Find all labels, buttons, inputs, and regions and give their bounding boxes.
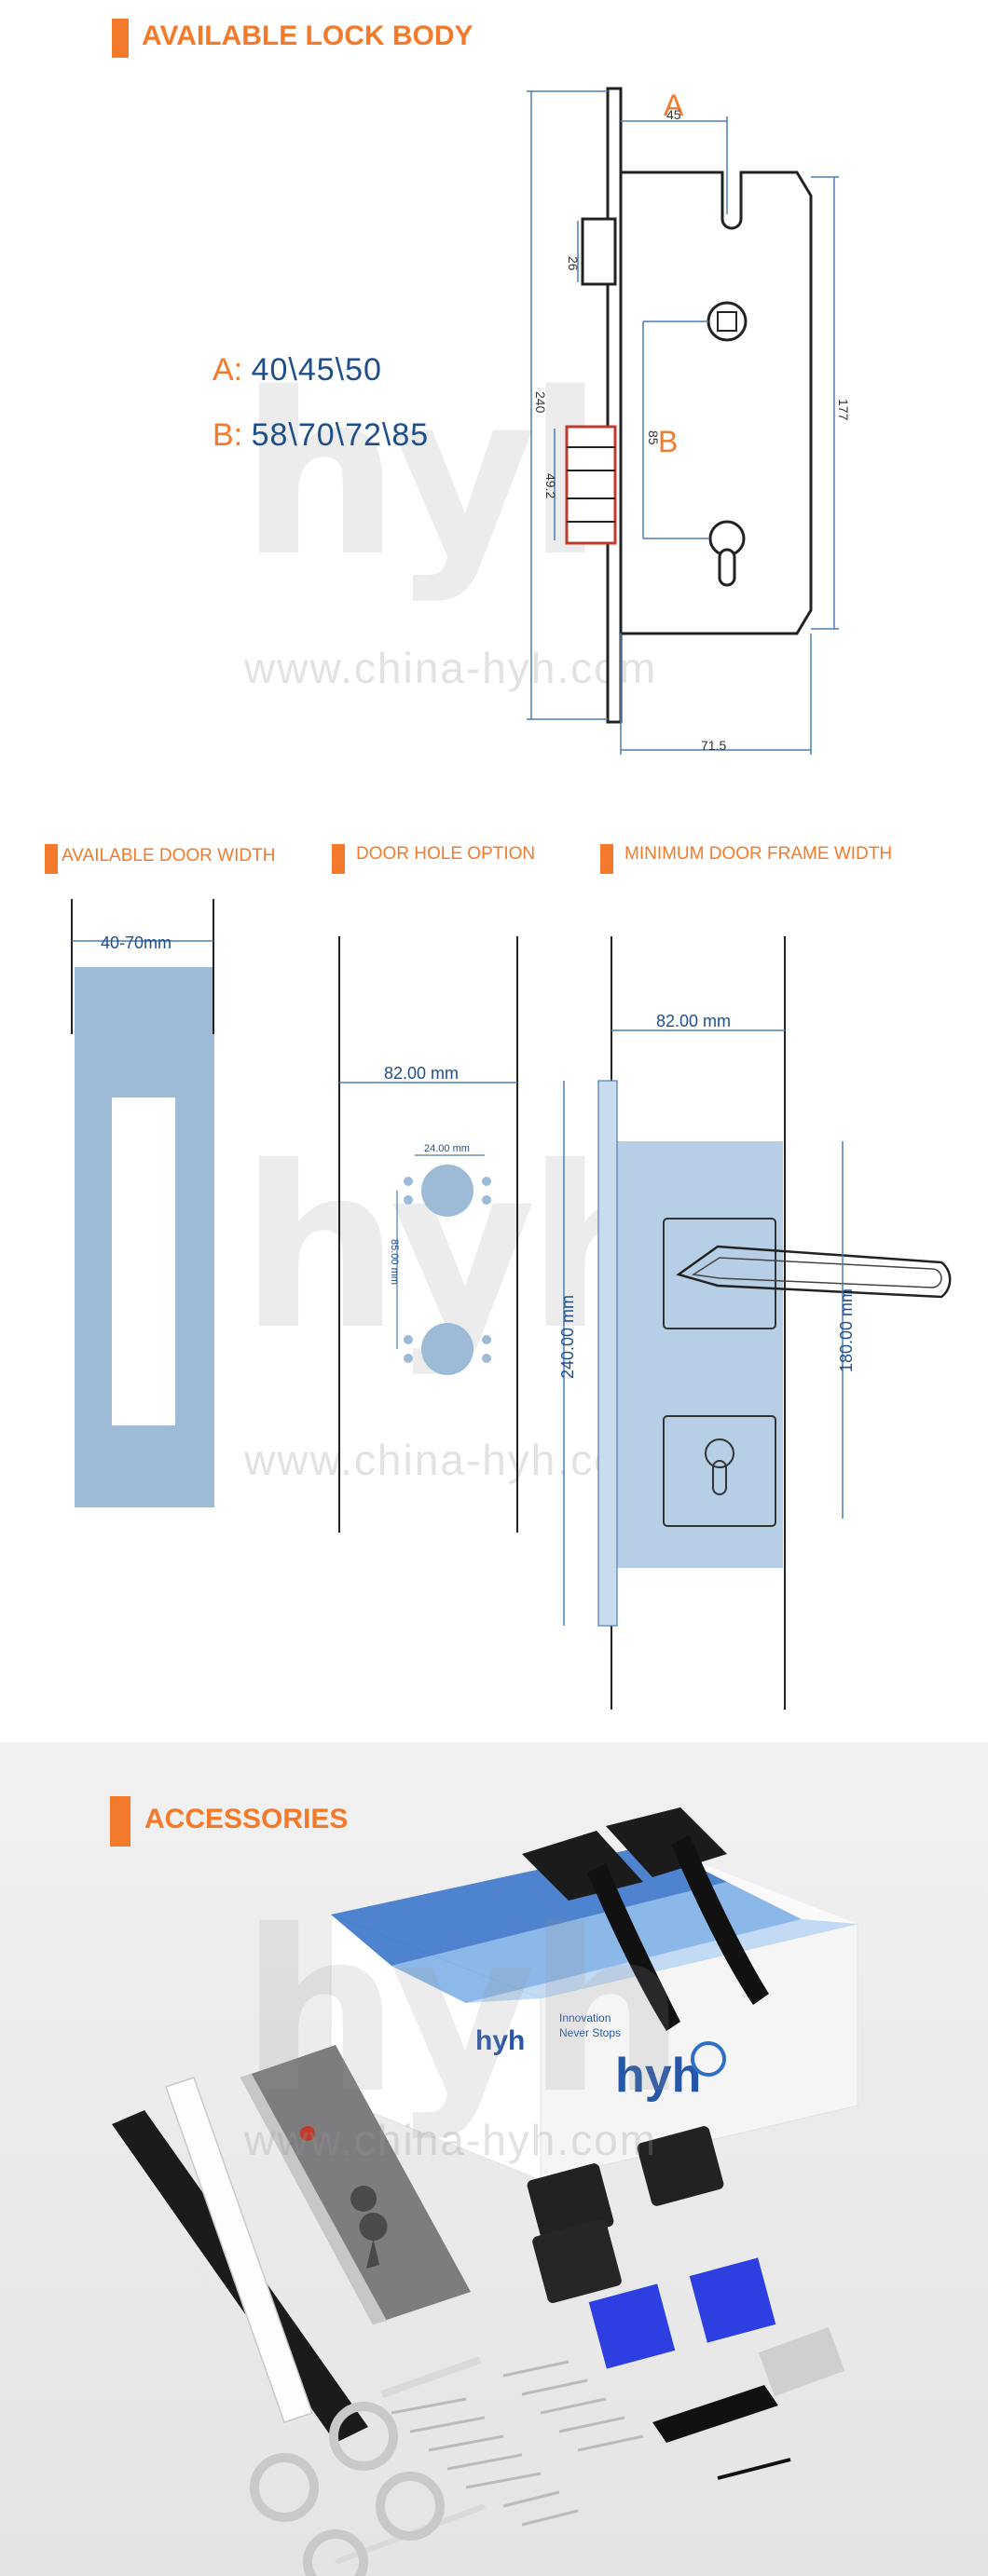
section-marker xyxy=(45,844,58,874)
spindle-ring-4 xyxy=(303,2529,368,2576)
box-logo-small: hyh xyxy=(475,2025,525,2056)
spec-b: B: 58\70\72\85 xyxy=(213,417,429,454)
hole-spacing-dim: 24.00 mm xyxy=(424,1143,470,1154)
frame-width-dim: 82.00 mm xyxy=(656,1012,731,1030)
door-specs-drawing: 40-70mm 82.00 mm 24.00 mm 85.00 mm 82.00… xyxy=(71,899,952,1710)
hole-bottom xyxy=(421,1323,473,1375)
door-hole-title: DOOR HOLE OPTION xyxy=(356,844,536,864)
escutcheon-2 xyxy=(637,2126,724,2206)
dead-bolt xyxy=(565,425,617,545)
latch-bolt xyxy=(581,217,617,286)
watermark-url: www.china-hyh.com xyxy=(244,2116,658,2164)
cylinder-rose xyxy=(663,1415,776,1527)
spec-a-value: 40\45\50 xyxy=(251,352,382,388)
section-marker xyxy=(332,844,345,874)
spindle-ring-3 xyxy=(376,2472,445,2541)
accessories-section: ACCESSORIES hyh Innovation Never Stops h… xyxy=(0,1742,988,2576)
dim-71-5: 71.5 xyxy=(701,738,726,753)
spec-b-key: B: xyxy=(213,417,243,453)
dim-49-2: 49.2 xyxy=(543,473,558,498)
spec-a-key: A: xyxy=(213,352,243,388)
handle-rose xyxy=(663,1218,776,1329)
door-specs-section: AVAILABLE DOOR WIDTH DOOR HOLE OPTION MI… xyxy=(0,801,988,1742)
box-tagline-1: Innovation xyxy=(559,2011,611,2024)
lock-body-section: AVAILABLE LOCK BODY hyh www.china-hyh.co… xyxy=(0,0,988,801)
dim-45: 45 xyxy=(666,107,681,122)
blue-gasket-1 xyxy=(588,2283,676,2369)
plate-height-dim: 180.00 mm xyxy=(837,1288,856,1372)
lever-handle xyxy=(676,1245,952,1299)
dim-85: 85 xyxy=(646,430,661,445)
frame-height-dim: 240.00 mm xyxy=(558,1295,577,1379)
watermark-url: www.china-hyh.com xyxy=(244,644,658,692)
blue-gasket-2 xyxy=(689,2257,776,2343)
faceplate-strip xyxy=(165,2077,313,2423)
lock-case xyxy=(619,170,813,635)
spindle-ring-2 xyxy=(250,2453,319,2522)
door-cutout xyxy=(112,1097,175,1425)
box-tagline-2: Never Stops xyxy=(559,2026,621,2039)
hole-vertical-dim: 85.00 mm xyxy=(389,1239,400,1285)
hole-width-dim: 82.00 mm xyxy=(384,1064,459,1083)
box-logo-large: hyh xyxy=(615,2049,701,2103)
section-marker xyxy=(600,844,613,874)
accessories-illustration: hyh Innovation Never Stops hyh xyxy=(112,1807,858,2576)
plate-area xyxy=(615,1141,783,1568)
spec-b-value: 58\70\72\85 xyxy=(251,417,430,453)
box-front xyxy=(540,1923,858,2181)
marker-b: B xyxy=(658,425,678,458)
hole-top xyxy=(421,1165,473,1217)
watermark-url: www.china-hyh.com xyxy=(244,1436,658,1484)
dim-177: 177 xyxy=(836,399,851,421)
lever-right xyxy=(671,1835,769,2005)
lock-body-drawing: A B 45 26 240 85 177 49.2 71.5 xyxy=(527,87,851,755)
accessories-title: ACCESSORIES xyxy=(144,1804,349,1834)
watermark-logo: hyh xyxy=(240,1882,686,2143)
section-marker xyxy=(112,19,129,58)
cylinder xyxy=(652,2385,778,2443)
lever-left xyxy=(587,1863,680,2031)
cylinder-keys xyxy=(758,2326,845,2397)
lock-body xyxy=(240,2045,471,2324)
dim-240: 240 xyxy=(533,391,548,414)
escutcheon-3 xyxy=(532,2218,622,2304)
frame-width-title: MINIMUM DOOR FRAME WIDTH xyxy=(624,844,893,864)
box-seal-icon xyxy=(691,2041,726,2077)
door-width-title: AVAILABLE DOOR WIDTH xyxy=(62,846,276,865)
faceplate xyxy=(606,87,623,724)
door-width-dim: 40-70mm xyxy=(101,934,172,952)
section-marker xyxy=(110,1796,130,1847)
spindle-ring-1 xyxy=(329,2402,398,2471)
marker-a: A xyxy=(664,89,684,122)
spec-a: A: 40\45\50 xyxy=(213,352,382,388)
lock-body-title: AVAILABLE LOCK BODY xyxy=(142,20,473,51)
dim-26: 26 xyxy=(566,256,581,271)
faceplate-outline xyxy=(597,1080,618,1627)
